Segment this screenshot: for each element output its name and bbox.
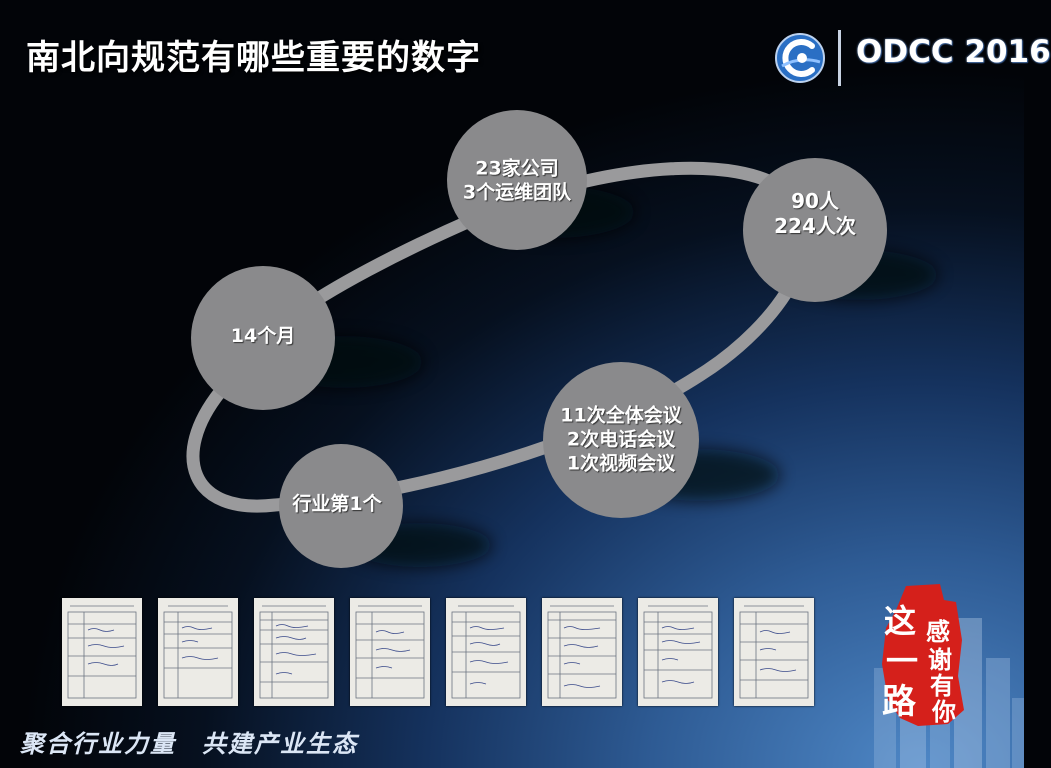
node-companies-line-1: 23家公司 [475, 157, 559, 180]
thanks-stamp: 这 一 路 感 谢 有 你 [878, 580, 968, 730]
stamp-char-7: 你 [932, 698, 956, 726]
node-meetings-line-1: 11次全体会议 [560, 404, 682, 427]
document-thumbnail [254, 598, 334, 706]
node-months-line-1: 14个月 [230, 325, 296, 348]
circle-people [743, 158, 887, 302]
node-people-line-2: 224人次 [774, 214, 856, 238]
stamp-char-5: 谢 [928, 646, 952, 674]
stamp-char-1: 这 [884, 602, 917, 640]
stamp-char-4: 感 [926, 618, 950, 646]
document-thumbnail [542, 598, 622, 706]
document-thumbnail [734, 598, 814, 706]
slide-title: 南北向规范有哪些重要的数字 [26, 38, 481, 78]
document-thumbnail [350, 598, 430, 706]
stamp-char-6: 有 [930, 672, 954, 700]
node-people-line-1: 90人 [791, 189, 839, 213]
node-industry-first: 行业第1个 [292, 493, 381, 517]
node-people: 90人 224人次 [774, 189, 856, 239]
node-meetings-line-2: 2次电话会议 [566, 428, 676, 451]
odcc-logo: ODCC 2016 [772, 26, 1051, 92]
node-meetings-line-3: 1次视频会议 [566, 451, 676, 474]
document-thumbnail [158, 598, 238, 706]
node-companies: 23家公司 3个运维团队 [463, 157, 571, 205]
node-companies-line-2: 3个运维团队 [462, 181, 572, 203]
slogan-text: 聚合行业力量 共建产业生态 [20, 729, 358, 758]
stamp-char-3: 路 [882, 682, 916, 722]
stamp-char-2: 一 [886, 642, 919, 680]
diagram-canvas [186, 110, 938, 568]
document-thumbnail [446, 598, 526, 706]
circle-months [191, 266, 335, 410]
node-industry-first-line-1: 行业第1个 [292, 493, 382, 516]
logo-text: ODCC 2016 [856, 34, 1051, 70]
circle-companies [447, 110, 587, 250]
node-months: 14个月 [231, 325, 295, 349]
circle-industry-first [279, 444, 403, 568]
stamp-background [882, 584, 964, 726]
circle-meetings [543, 362, 699, 518]
document-thumbnail [62, 598, 142, 706]
odcc-emblem-icon [775, 33, 825, 83]
logo-divider [838, 30, 841, 86]
node-meetings: 11次全体会议 2次电话会议 1次视频会议 [560, 404, 681, 475]
meeting-records-thumbnails [62, 598, 822, 708]
document-thumbnail [638, 598, 718, 706]
